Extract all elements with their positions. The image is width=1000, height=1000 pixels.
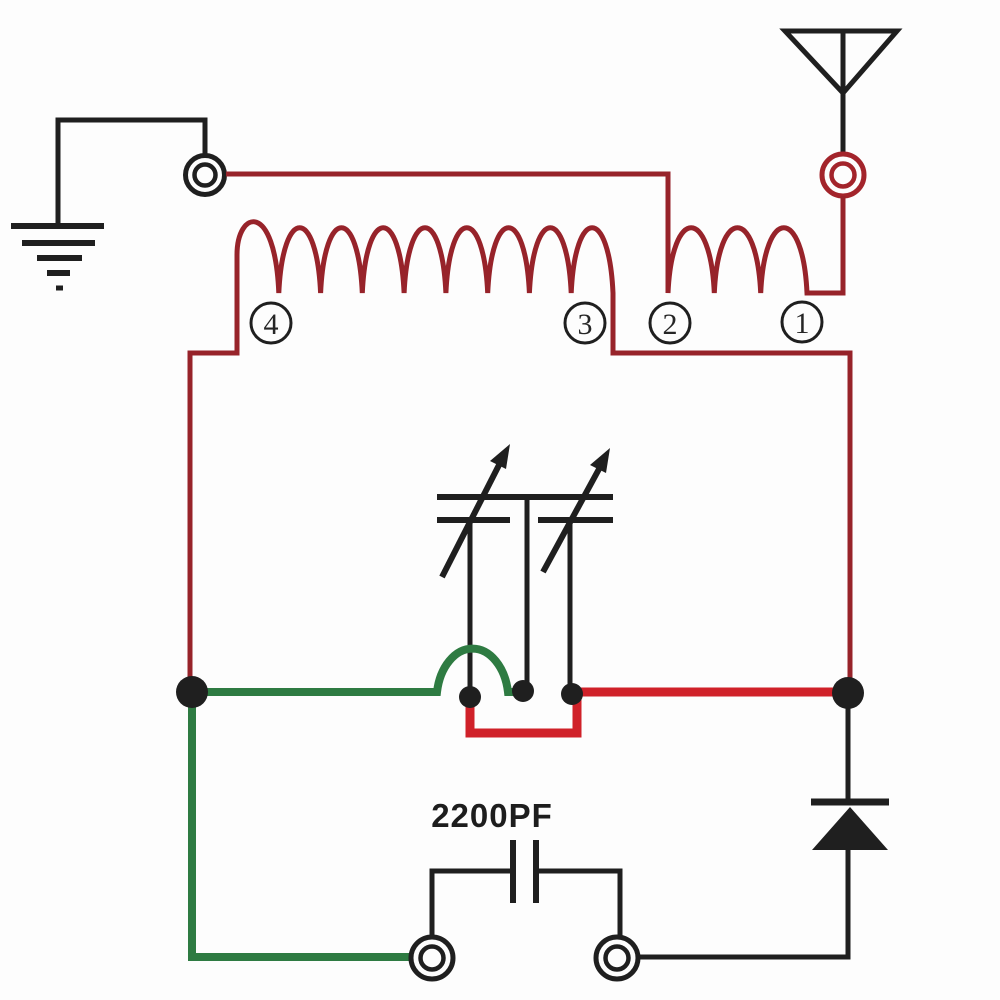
antenna-binding-post [819,151,867,199]
binding-post-inner-ring [829,161,857,189]
tap-number: 1 [795,307,810,340]
coil-winding-section-4-3 [187,219,853,692]
junction-dots [176,676,864,709]
binding-post-outer-ring [593,934,641,982]
binding-post-inner-ring [603,944,631,972]
ground-wire [55,117,208,226]
tap-number: 4 [264,308,279,341]
antenna-icon [779,28,903,153]
binding-post-outer-ring [183,153,227,197]
diode-triangle [812,807,888,850]
arrow-shaft [439,463,502,579]
junction-dot-rotor [512,680,534,702]
arrow-head [590,448,610,473]
capacitor-right-lead [538,868,623,937]
green-wire [188,644,523,961]
tap-number: 3 [578,308,593,341]
red-stator-wire [465,687,848,738]
coil-winding-section-2-1 [226,171,846,296]
tap-number: 2 [663,308,678,341]
earth-ground-symbol [11,117,208,291]
tap-label-3: 3 [563,301,607,345]
capacitor-left-lead [429,868,511,936]
arrow-head [490,444,510,469]
tap-label-circle [563,301,607,345]
dual-variable-capacitor [437,444,613,694]
variable-arrow-left [439,444,510,579]
tapped-tuning-coil [187,171,853,692]
tap-label-2: 2 [648,301,692,345]
tap-label-circle [648,301,692,345]
coil-tap-labels: 4 3 2 1 [249,300,824,345]
binding-post-inner-ring [418,944,446,972]
tap-label-circle [780,300,824,344]
junction-dot-right [832,677,864,709]
junction-dot-left [176,676,208,708]
arrow-shaft [540,467,602,574]
output-binding-post-right [593,934,641,982]
tap-label-circle [249,301,293,345]
diode-anode-wire [639,850,851,960]
binding-post-inner-ring [192,162,218,188]
binding-post-outer-ring [819,151,867,199]
tap-label-4: 4 [249,301,293,345]
junction-dot-left-stator [459,686,481,708]
capacitor-value-label: 2200PF [431,797,553,834]
detector-diode [639,695,889,960]
fixed-capacitor-2200pf: 2200PF [429,797,623,937]
binding-post-outer-ring [408,934,456,982]
ground-binding-post [183,153,227,197]
variable-arrow-right [540,448,610,574]
junction-dot-right-stator [561,683,583,705]
output-binding-post-left [408,934,456,982]
tap-label-1: 1 [780,300,824,344]
